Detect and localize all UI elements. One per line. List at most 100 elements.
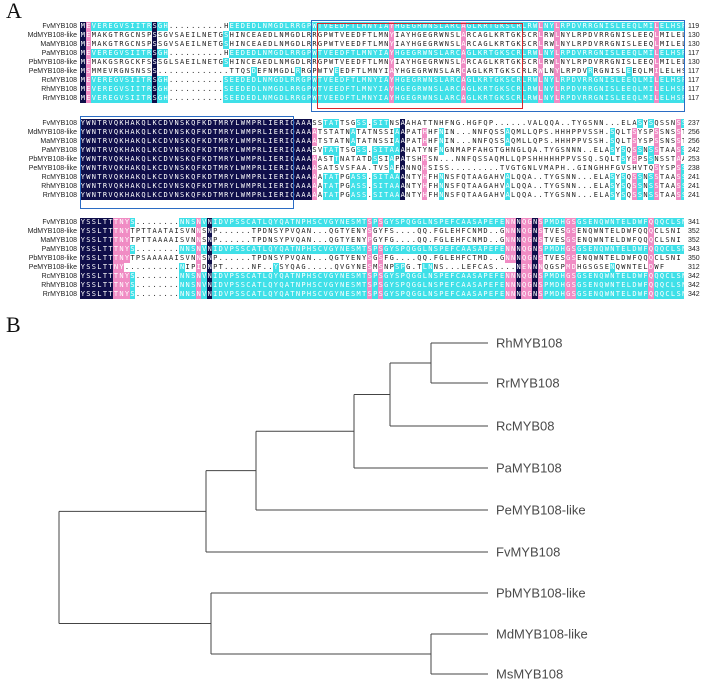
sequence-end-position: 241 [688, 174, 700, 181]
sequence-end-position: 352 [688, 228, 700, 235]
sequence-end-position: 253 [688, 156, 700, 163]
sequence-end-position: 119 [688, 23, 700, 30]
sequence-name: RhMYB108 [41, 86, 77, 93]
tree-leaf-label: PbMYB108-like [496, 586, 586, 601]
sequence-end-position: 256 [688, 129, 700, 136]
sequence-end-position: 241 [688, 192, 700, 199]
sequence-end-position: 117 [688, 77, 700, 84]
tree-leaf-label: RcMYB08 [496, 419, 555, 434]
sequence-name: PbMYB108-like [28, 156, 77, 163]
motif-box-block1 [317, 23, 523, 109]
sequence-end-position: 352 [688, 237, 700, 244]
tree-leaf-label: PeMYB108-like [496, 503, 586, 518]
panel-b-label: B [6, 312, 21, 337]
sequence-end-position: 130 [688, 41, 700, 48]
sequence-end-position: 342 [688, 291, 700, 298]
sequence-name: MaMYB108 [40, 138, 77, 145]
sequence-name: FvMYB108 [42, 219, 77, 226]
sequence-end-position: 130 [688, 59, 700, 66]
sequence-name: PeMYB108-like [28, 165, 77, 172]
sequence-name: PbMYB108-like [28, 59, 77, 66]
sequence-end-position: 238 [688, 165, 700, 172]
sequence-name: FvMYB108 [42, 120, 77, 127]
tree-leaf-label: RrMYB108 [496, 376, 560, 391]
sequence-name: FvMYB108 [42, 23, 77, 30]
sequence-name: PbMYB108-like [28, 255, 77, 262]
sequence-name: RrMYB108 [42, 95, 77, 102]
sequence-name: PeMYB108-like [28, 264, 77, 271]
r2r3-domain-box-block2 [80, 116, 294, 209]
sequence-end-position: 256 [688, 138, 700, 145]
tree-leaf-label: MdMYB108-like [496, 627, 588, 642]
sequence-end-position: 117 [688, 50, 700, 57]
sequence-end-position: 342 [688, 273, 700, 280]
sequence-end-position: 341 [688, 219, 700, 226]
sequence-name: MaMYB108 [40, 41, 77, 48]
sequence-end-position: 117 [688, 95, 700, 102]
tree-leaf-label: PaMYB108 [496, 461, 562, 476]
sequence-name: RrMYB108 [42, 291, 77, 298]
sequence-name: PaMYB108 [41, 246, 77, 253]
phylogenetic-tree: RhMYB108RrMYB108RcMYB08PaMYB108PeMYB108-… [58, 336, 588, 682]
sequence-end-position: 117 [688, 86, 700, 93]
sequence-name: RrMYB108 [42, 192, 77, 199]
panel-a-label: A [6, 0, 22, 23]
sequence-name: RcMYB108 [41, 273, 77, 280]
sequence-end-position: 350 [688, 255, 700, 262]
sequence-name: RhMYB108 [41, 183, 77, 190]
sequence-end-position: 237 [688, 120, 700, 127]
sequence-name: RcMYB108 [41, 174, 77, 181]
sequence-end-position: 343 [688, 246, 700, 253]
sequence-end-position: 241 [688, 183, 700, 190]
r2r3-domain-box-block1 [311, 20, 685, 112]
sequence-name: PeMYB108-like [28, 68, 77, 75]
tree-leaf-label: FvMYB108 [496, 545, 560, 560]
sequence-name: MdMYB108-like [27, 129, 77, 136]
